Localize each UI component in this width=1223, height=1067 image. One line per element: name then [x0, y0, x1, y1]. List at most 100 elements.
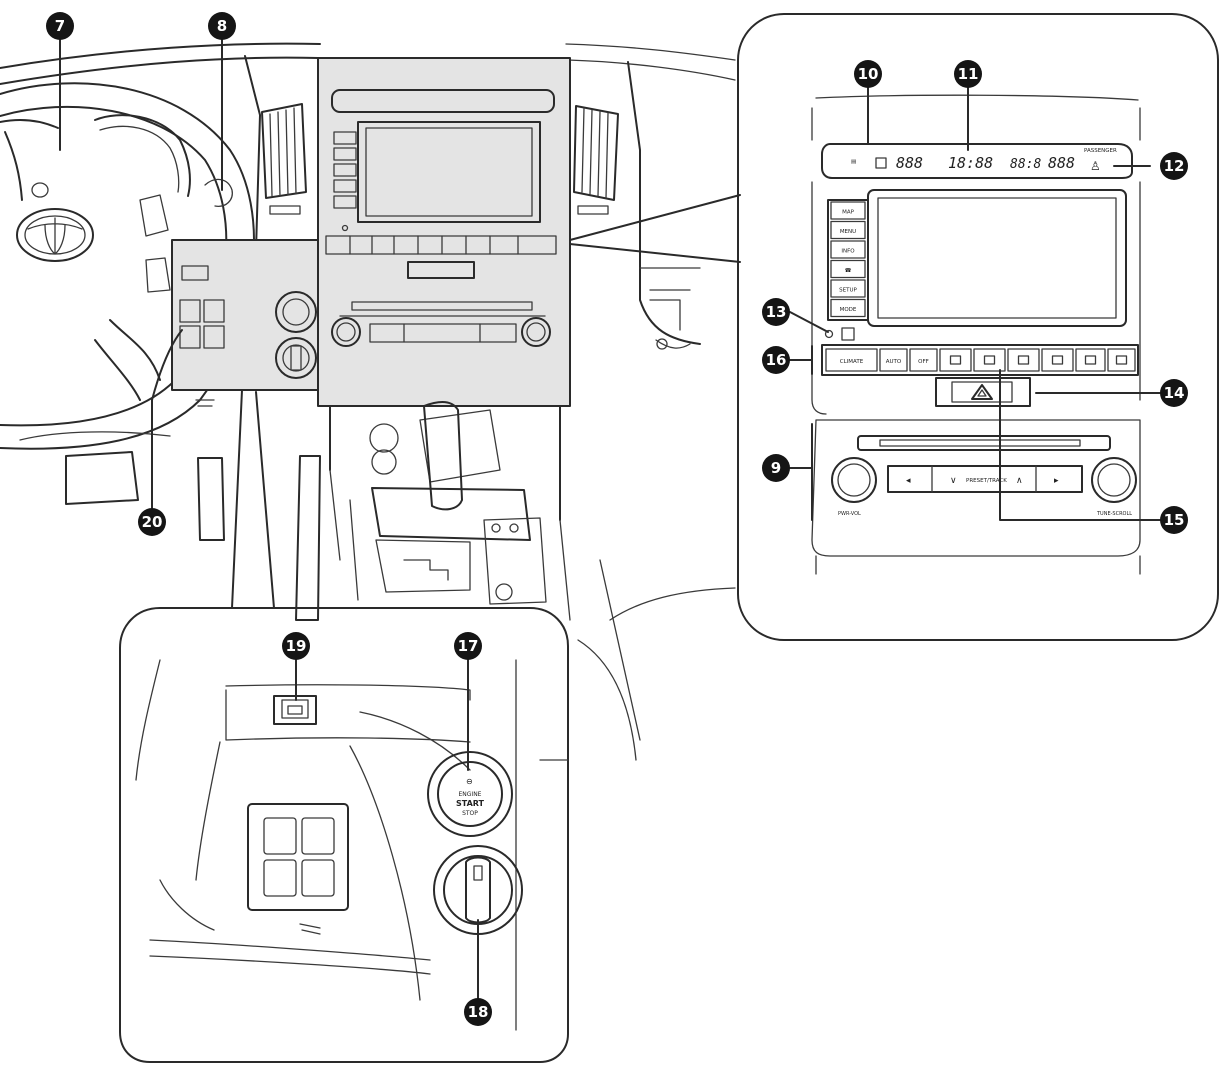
callout-badge	[464, 998, 492, 1026]
display-seg-3: 88:8	[1010, 157, 1041, 172]
callout-badge	[854, 60, 882, 88]
passenger-seat-icon: ♙	[1090, 159, 1101, 173]
climate-button-icon	[1084, 355, 1097, 365]
side-button	[830, 298, 866, 318]
climate-button-icon	[1017, 355, 1030, 365]
callout-number: 11	[958, 65, 979, 83]
climate-button	[973, 348, 1006, 372]
callout-number: 20	[142, 513, 163, 531]
climate-button	[1075, 348, 1106, 372]
climate-button-label: AUTO	[886, 359, 902, 365]
side-button-label: MAP	[842, 210, 855, 216]
display-time: 18:88	[948, 154, 993, 172]
callout-number: 10	[858, 65, 879, 83]
switch-block	[247, 803, 349, 935]
climate-button	[879, 348, 908, 372]
callout-number: 16	[766, 351, 787, 369]
side-button-label: MODE	[840, 307, 857, 313]
callout-number: 15	[1164, 511, 1185, 529]
side-button-label: INFO	[841, 249, 855, 255]
callout-number: 8	[217, 17, 227, 35]
center-stack-highlight	[318, 58, 570, 406]
left-knob-label: PWR-VOL	[838, 511, 861, 517]
display-icon-recirc: ▤	[851, 159, 856, 165]
preset-track-label: PRESET/TRACK	[966, 478, 1007, 484]
callout-badge	[208, 12, 236, 40]
callout-badge	[762, 346, 790, 374]
callout-number: 9	[771, 459, 781, 477]
callout-14: 14	[1160, 379, 1188, 407]
side-button-column: MAP MENU INFO ☎ SETUP MODE	[827, 199, 869, 321]
instrument-cluster	[0, 114, 191, 201]
air-vent-left	[261, 103, 307, 215]
side-button	[830, 220, 866, 240]
climate-button	[1041, 348, 1074, 372]
right-knob-label: TUNE-SCROLL	[1096, 511, 1132, 517]
callout-18: 18	[464, 998, 492, 1026]
callout-number: 7	[55, 17, 65, 35]
callout-10: 10	[854, 60, 882, 88]
climate-button	[909, 348, 938, 372]
ignition-line-1: ENGINE	[459, 791, 482, 798]
callout-19: 19	[282, 632, 310, 660]
callout-badge	[954, 60, 982, 88]
callout-badge	[1160, 506, 1188, 534]
dashboard-overview	[0, 42, 741, 761]
callout-badge	[762, 454, 790, 482]
callout-17: 17	[454, 632, 482, 660]
callout-8: 8	[208, 12, 236, 40]
side-button-label: ☎	[845, 267, 852, 274]
callout-20: 20	[138, 508, 166, 536]
climate-button	[1007, 348, 1040, 372]
audio-seek-back-icon: ◂	[906, 476, 911, 486]
side-button	[830, 201, 866, 220]
preset-up-icon: ∧	[1016, 476, 1023, 486]
display-seg-1: 888	[896, 154, 923, 172]
climate-button-label: CLIMATE	[840, 359, 864, 365]
callout-12: 12	[1160, 152, 1188, 180]
callout-badge	[46, 12, 74, 40]
ignition-area-detail: ⊖ ENGINE START STOP	[119, 607, 569, 1063]
engine-start-icon: ⊖	[466, 777, 473, 786]
ignition-line-2: START	[456, 799, 485, 808]
callout-9: 9	[762, 454, 790, 482]
callout-15: 15	[1160, 506, 1188, 534]
climate-button-icon	[1051, 355, 1064, 365]
side-button	[830, 259, 866, 279]
side-button	[830, 279, 866, 298]
callout-badge	[1160, 152, 1188, 180]
ignition-line-3: STOP	[462, 810, 478, 817]
air-vent-right	[573, 105, 619, 215]
side-button-label: MENU	[840, 229, 856, 235]
callout-badge	[138, 508, 166, 536]
callout-number: 18	[468, 1003, 489, 1021]
callout-number: 19	[286, 637, 307, 655]
side-button	[830, 240, 866, 259]
side-button-label: SETUP	[839, 288, 857, 294]
callout-number: 12	[1164, 157, 1185, 175]
engine-start-stop-button: ⊖ ENGINE START STOP	[427, 751, 513, 837]
climate-button-icon	[983, 355, 996, 365]
callout-badge	[1160, 379, 1188, 407]
display-passenger-label: PASSENGER	[1084, 148, 1117, 154]
climate-button	[1107, 348, 1136, 372]
callout-11: 11	[954, 60, 982, 88]
climate-button-label: OFF	[918, 359, 929, 365]
callout-number: 14	[1164, 384, 1185, 402]
callout-markers: 7 8 9 10 11 12 13 14 15 16 17 18 19 20	[46, 12, 1188, 1026]
display-seg-4: 888	[1048, 154, 1075, 172]
callout-13: 13	[762, 298, 790, 326]
callout-7: 7	[46, 12, 74, 40]
lower-switch-panel-highlight	[172, 240, 318, 390]
callout-badge	[762, 298, 790, 326]
climate-button	[939, 348, 972, 372]
preset-down-icon: ∨	[950, 476, 957, 486]
audio-seek-forward-icon: ▸	[1054, 476, 1059, 486]
climate-button	[825, 348, 878, 372]
callout-number: 13	[766, 303, 787, 321]
center-stack-detail: ▤ 888 18:88 88:8 888 PASSENGER ♙ MAP MENU…	[737, 13, 1219, 641]
callout-16: 16	[762, 346, 790, 374]
callout-badge	[454, 632, 482, 660]
callout-number: 17	[458, 637, 479, 655]
